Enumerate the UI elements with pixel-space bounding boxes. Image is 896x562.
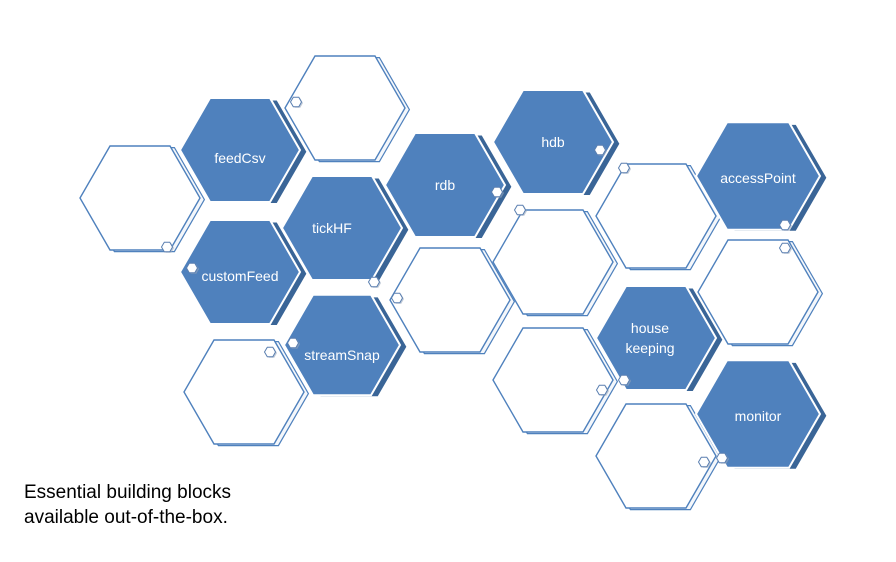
connector-face [490, 186, 504, 198]
connector-nub [263, 346, 277, 358]
connector-nub [617, 162, 631, 174]
connector-face [697, 456, 711, 468]
connector-nub [593, 144, 607, 156]
empty-hex-block [492, 209, 619, 317]
empty-hex-face [284, 55, 406, 161]
connector-nub [595, 384, 609, 396]
hex-block-tickhf: tickHF [280, 175, 411, 283]
hex-face [178, 97, 302, 203]
hex-label: keeping [625, 340, 674, 356]
connector-nub [617, 374, 631, 386]
hex-block-rdb: rdb [383, 132, 514, 240]
hex-block-streamsnap: streamSnap [282, 293, 409, 398]
hex-face [383, 132, 507, 238]
hex-label: monitor [735, 408, 782, 424]
empty-hex-block [697, 239, 824, 347]
connector-nub [513, 204, 527, 216]
hex-label: customFeed [201, 268, 278, 284]
empty-hex-block [284, 55, 411, 163]
hex-label: hdb [541, 134, 565, 150]
caption-line-1: Essential building blocks [24, 482, 232, 503]
connector-face [289, 96, 303, 108]
connector-nub [778, 242, 792, 254]
connector-face [160, 241, 174, 253]
connector-nub [367, 276, 381, 288]
hex-label: house [631, 320, 669, 336]
connector-face [263, 346, 277, 358]
connector-nub [185, 262, 199, 274]
caption: Essential building blocks available out-… [24, 480, 324, 530]
hex-label: tickHF [312, 220, 352, 236]
empty-hex-block [183, 339, 310, 447]
empty-hex-face [492, 327, 614, 433]
empty-hex-block [492, 327, 619, 435]
connector-face [778, 219, 792, 231]
connector-face [617, 162, 631, 174]
connector-nub [490, 186, 504, 198]
connector-face [617, 374, 631, 386]
empty-hex-block [595, 403, 722, 511]
connector-face [185, 262, 199, 274]
empty-hex-block [595, 163, 722, 271]
empty-hex-face [183, 339, 305, 445]
connector-face [595, 384, 609, 396]
caption-line-2: available out-of-the-box. [24, 507, 228, 528]
hex-label: accessPoint [720, 170, 796, 186]
empty-hex-face [595, 403, 717, 509]
connector-nub [390, 292, 404, 304]
hex-label: streamSnap [304, 347, 380, 363]
hex-label: feedCsv [214, 150, 265, 166]
connector-nub [778, 219, 792, 231]
empty-hex-block [389, 247, 516, 355]
connector-face [715, 452, 729, 464]
hex-block-housekeeping: house keeping [594, 285, 725, 393]
connector-nub [697, 456, 711, 468]
hex-face [282, 293, 402, 397]
connector-nub [286, 337, 300, 349]
hex-face [491, 89, 615, 195]
hex-block-accesspoint: accessPoint [694, 121, 829, 233]
connector-face [390, 292, 404, 304]
hex-face [594, 285, 718, 391]
empty-hex-block [79, 145, 206, 253]
hex-block-monitor: monitor [694, 359, 829, 471]
hex-block-hdb: hdb [491, 89, 622, 197]
connector-face [778, 242, 792, 254]
hex-block-feedcsv: feedCsv [178, 97, 309, 205]
empty-hex-face [595, 163, 717, 269]
empty-hex-face [697, 239, 819, 345]
connector-face [513, 204, 527, 216]
hex-face [694, 359, 822, 469]
connector-nub [289, 96, 303, 108]
connector-face [286, 337, 300, 349]
connector-face [367, 276, 381, 288]
connector-nub [160, 241, 174, 253]
hex-block-customfeed: customFeed [178, 219, 309, 327]
empty-hex-face [492, 209, 614, 315]
connector-face [593, 144, 607, 156]
hex-label: rdb [435, 177, 455, 193]
empty-hex-face [389, 247, 511, 353]
hex-face [178, 219, 302, 325]
connector-nub [715, 452, 729, 464]
